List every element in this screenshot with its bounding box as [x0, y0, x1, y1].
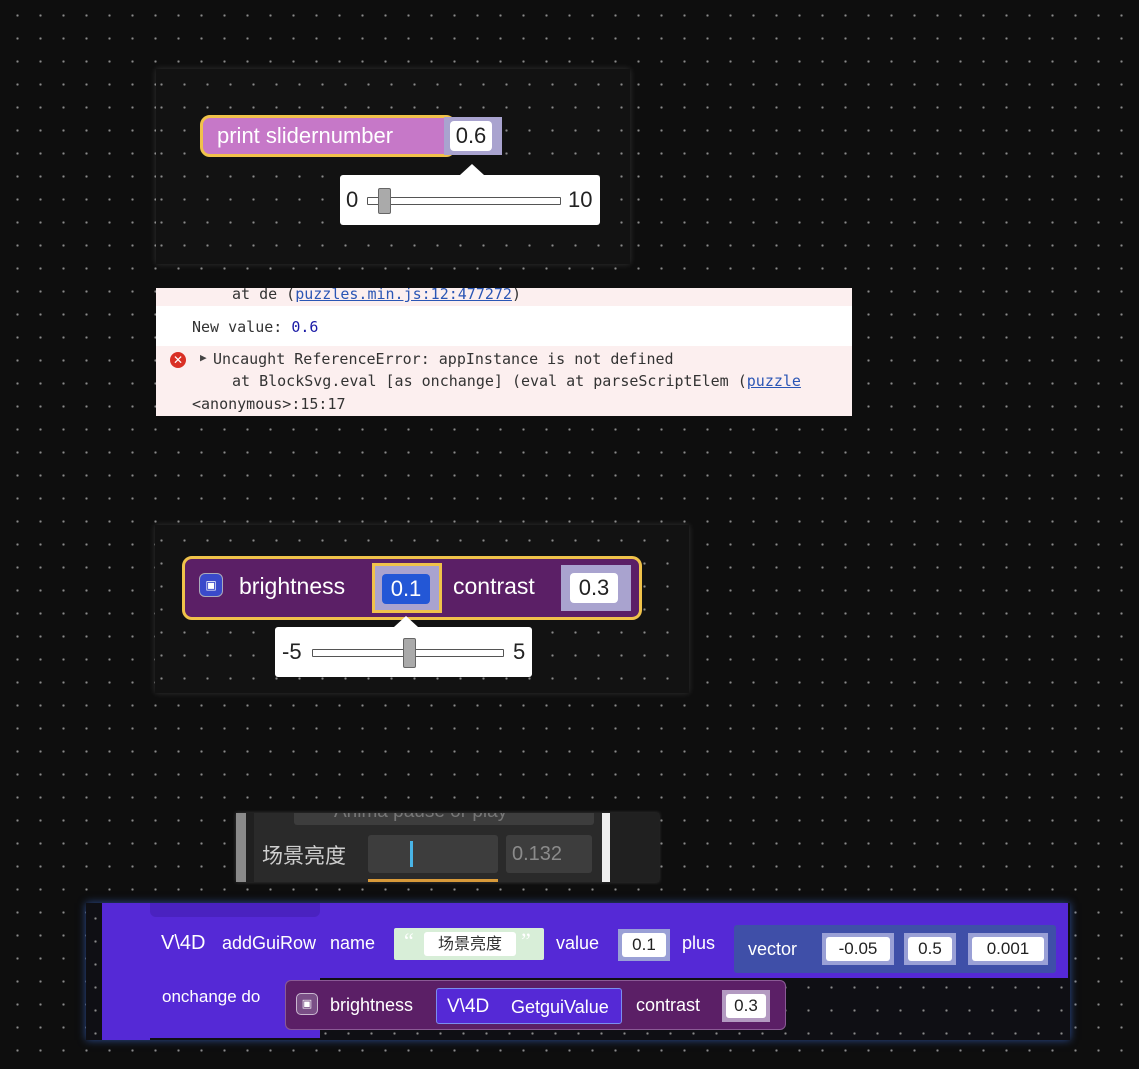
scrollbar-right[interactable] — [602, 813, 610, 882]
number-value[interactable]: 0.6 — [450, 121, 492, 151]
vector-y-slot[interactable]: 0.5 — [904, 933, 956, 965]
plus-label: plus — [682, 933, 716, 953]
gui-row-label: 场景亮度 — [262, 844, 346, 868]
popup-pointer — [394, 616, 418, 627]
stack-trace-link[interactable]: puzzles.min.js:12:477272 — [295, 288, 512, 303]
vector-z-slot[interactable]: 0.001 — [968, 933, 1048, 965]
brightness-label: brightness — [239, 573, 346, 599]
brightness-value[interactable]: 0.1 — [382, 574, 430, 604]
gui-slider[interactable] — [368, 835, 498, 873]
name-label: name — [330, 933, 376, 953]
vector-label: vector — [748, 939, 798, 959]
vector-x-slot[interactable]: -0.05 — [822, 933, 894, 965]
camera-icon: ▣ — [296, 993, 318, 1015]
log-line: New value: 0.6 — [156, 306, 852, 346]
slider-min-label: 0 — [346, 187, 359, 212]
value-slot[interactable]: 0.1 — [618, 929, 670, 961]
slider-popup: 0 10 — [340, 164, 600, 225]
contrast-label: contrast — [453, 573, 535, 599]
getguivalue-block[interactable]: V\4D GetguiValue — [436, 988, 622, 1024]
addguirow-label: addGuiRow — [222, 933, 317, 953]
gui-value-field[interactable]: 0.132 — [506, 835, 592, 873]
vector-z-value[interactable]: 0.001 — [972, 937, 1044, 961]
slider-popup: -5 5 — [275, 616, 532, 677]
slider-min-label: -5 — [282, 639, 302, 664]
brightness-contrast-block[interactable]: ▣ brightness 0.1 contrast 0.3 — [182, 556, 642, 620]
addguirow-block-lower — [102, 978, 320, 1038]
print-block[interactable]: print slidernumber — [200, 115, 456, 157]
play-button[interactable] — [294, 813, 594, 825]
name-string-slot[interactable]: “ 场景亮度 ” — [394, 928, 544, 960]
vector-y-value[interactable]: 0.5 — [908, 937, 952, 961]
gui-preview-panel: Anima pause or play 场景亮度 0.132 — [236, 813, 659, 882]
contrast-value[interactable]: 0.3 — [570, 573, 618, 603]
slider-thumb[interactable] — [402, 638, 416, 668]
slider-max-label: 10 — [568, 187, 593, 212]
close-quote-icon: ” — [521, 928, 531, 953]
value-label: value — [556, 933, 600, 953]
stack-trace-line: at de (puzzles.min.js:12:477272) — [156, 288, 852, 306]
error-entry: ✕ ▶ Uncaught ReferenceError: appInstance… — [156, 346, 852, 416]
contrast-label: contrast — [636, 995, 701, 1015]
name-string-value[interactable]: 场景亮度 — [424, 932, 516, 956]
camera-icon: ▣ — [199, 573, 223, 597]
workspace-panel-print: print slidernumber 0.6 0 10 — [156, 69, 630, 264]
play-button-label: Anima pause or play — [334, 813, 507, 823]
gui-slider-thumb[interactable] — [410, 841, 413, 867]
focus-underline — [368, 879, 498, 882]
previous-block-tail — [150, 903, 320, 917]
error-stack-link[interactable]: puzzle — [746, 372, 801, 390]
print-block-label: print slidernumber — [217, 123, 394, 148]
vector-x-value[interactable]: -0.05 — [826, 937, 890, 961]
error-stack-line: at BlockSvg.eval [as onchange] (eval at … — [232, 372, 801, 390]
slider-thumb[interactable] — [377, 188, 391, 214]
gui-row: Anima pause or play 场景亮度 0.132 — [254, 813, 602, 882]
vector-block[interactable]: vector -0.05 0.5 0.001 — [734, 925, 1056, 973]
open-quote-icon: “ — [404, 928, 414, 953]
number-slot[interactable]: 0.6 — [444, 117, 502, 155]
brightness-contrast-block[interactable]: ▣ brightness V\4D GetguiValue contrast 0… — [285, 980, 786, 1030]
getguivalue-label: GetguiValue — [511, 997, 609, 1017]
workspace-panel-addguirow: V\4D addGuiRow name “ 场景亮度 ” value 0.1 p… — [86, 903, 1070, 1040]
brightness-label: brightness — [330, 995, 414, 1015]
onchange-label: onchange do — [162, 987, 261, 1006]
scrollbar-left[interactable] — [236, 813, 246, 882]
slider-max-label: 5 — [513, 639, 526, 664]
value-value[interactable]: 0.1 — [622, 933, 666, 957]
error-message: Uncaught ReferenceError: appInstance is … — [213, 350, 674, 368]
popup-pointer — [460, 164, 484, 175]
v4d-logo-icon: V\4D — [161, 932, 206, 954]
contrast-slot[interactable]: 0.3 — [722, 990, 770, 1022]
slider-track[interactable] — [367, 197, 561, 205]
workspace-panel-brightness: ▣ brightness 0.1 contrast 0.3 -5 5 — [155, 525, 689, 693]
devtools-console: at de (puzzles.min.js:12:477272) New val… — [156, 288, 852, 416]
contrast-slot[interactable]: 0.3 — [561, 565, 631, 611]
contrast-value[interactable]: 0.3 — [726, 994, 766, 1018]
brightness-slot[interactable]: 0.1 — [372, 563, 442, 613]
error-circle-icon: ✕ — [170, 352, 186, 368]
expand-triangle-icon[interactable]: ▶ — [200, 351, 207, 364]
anonymous-location: <anonymous>:15:17 — [192, 395, 346, 413]
v4d-logo-icon: V\4D — [447, 996, 490, 1017]
